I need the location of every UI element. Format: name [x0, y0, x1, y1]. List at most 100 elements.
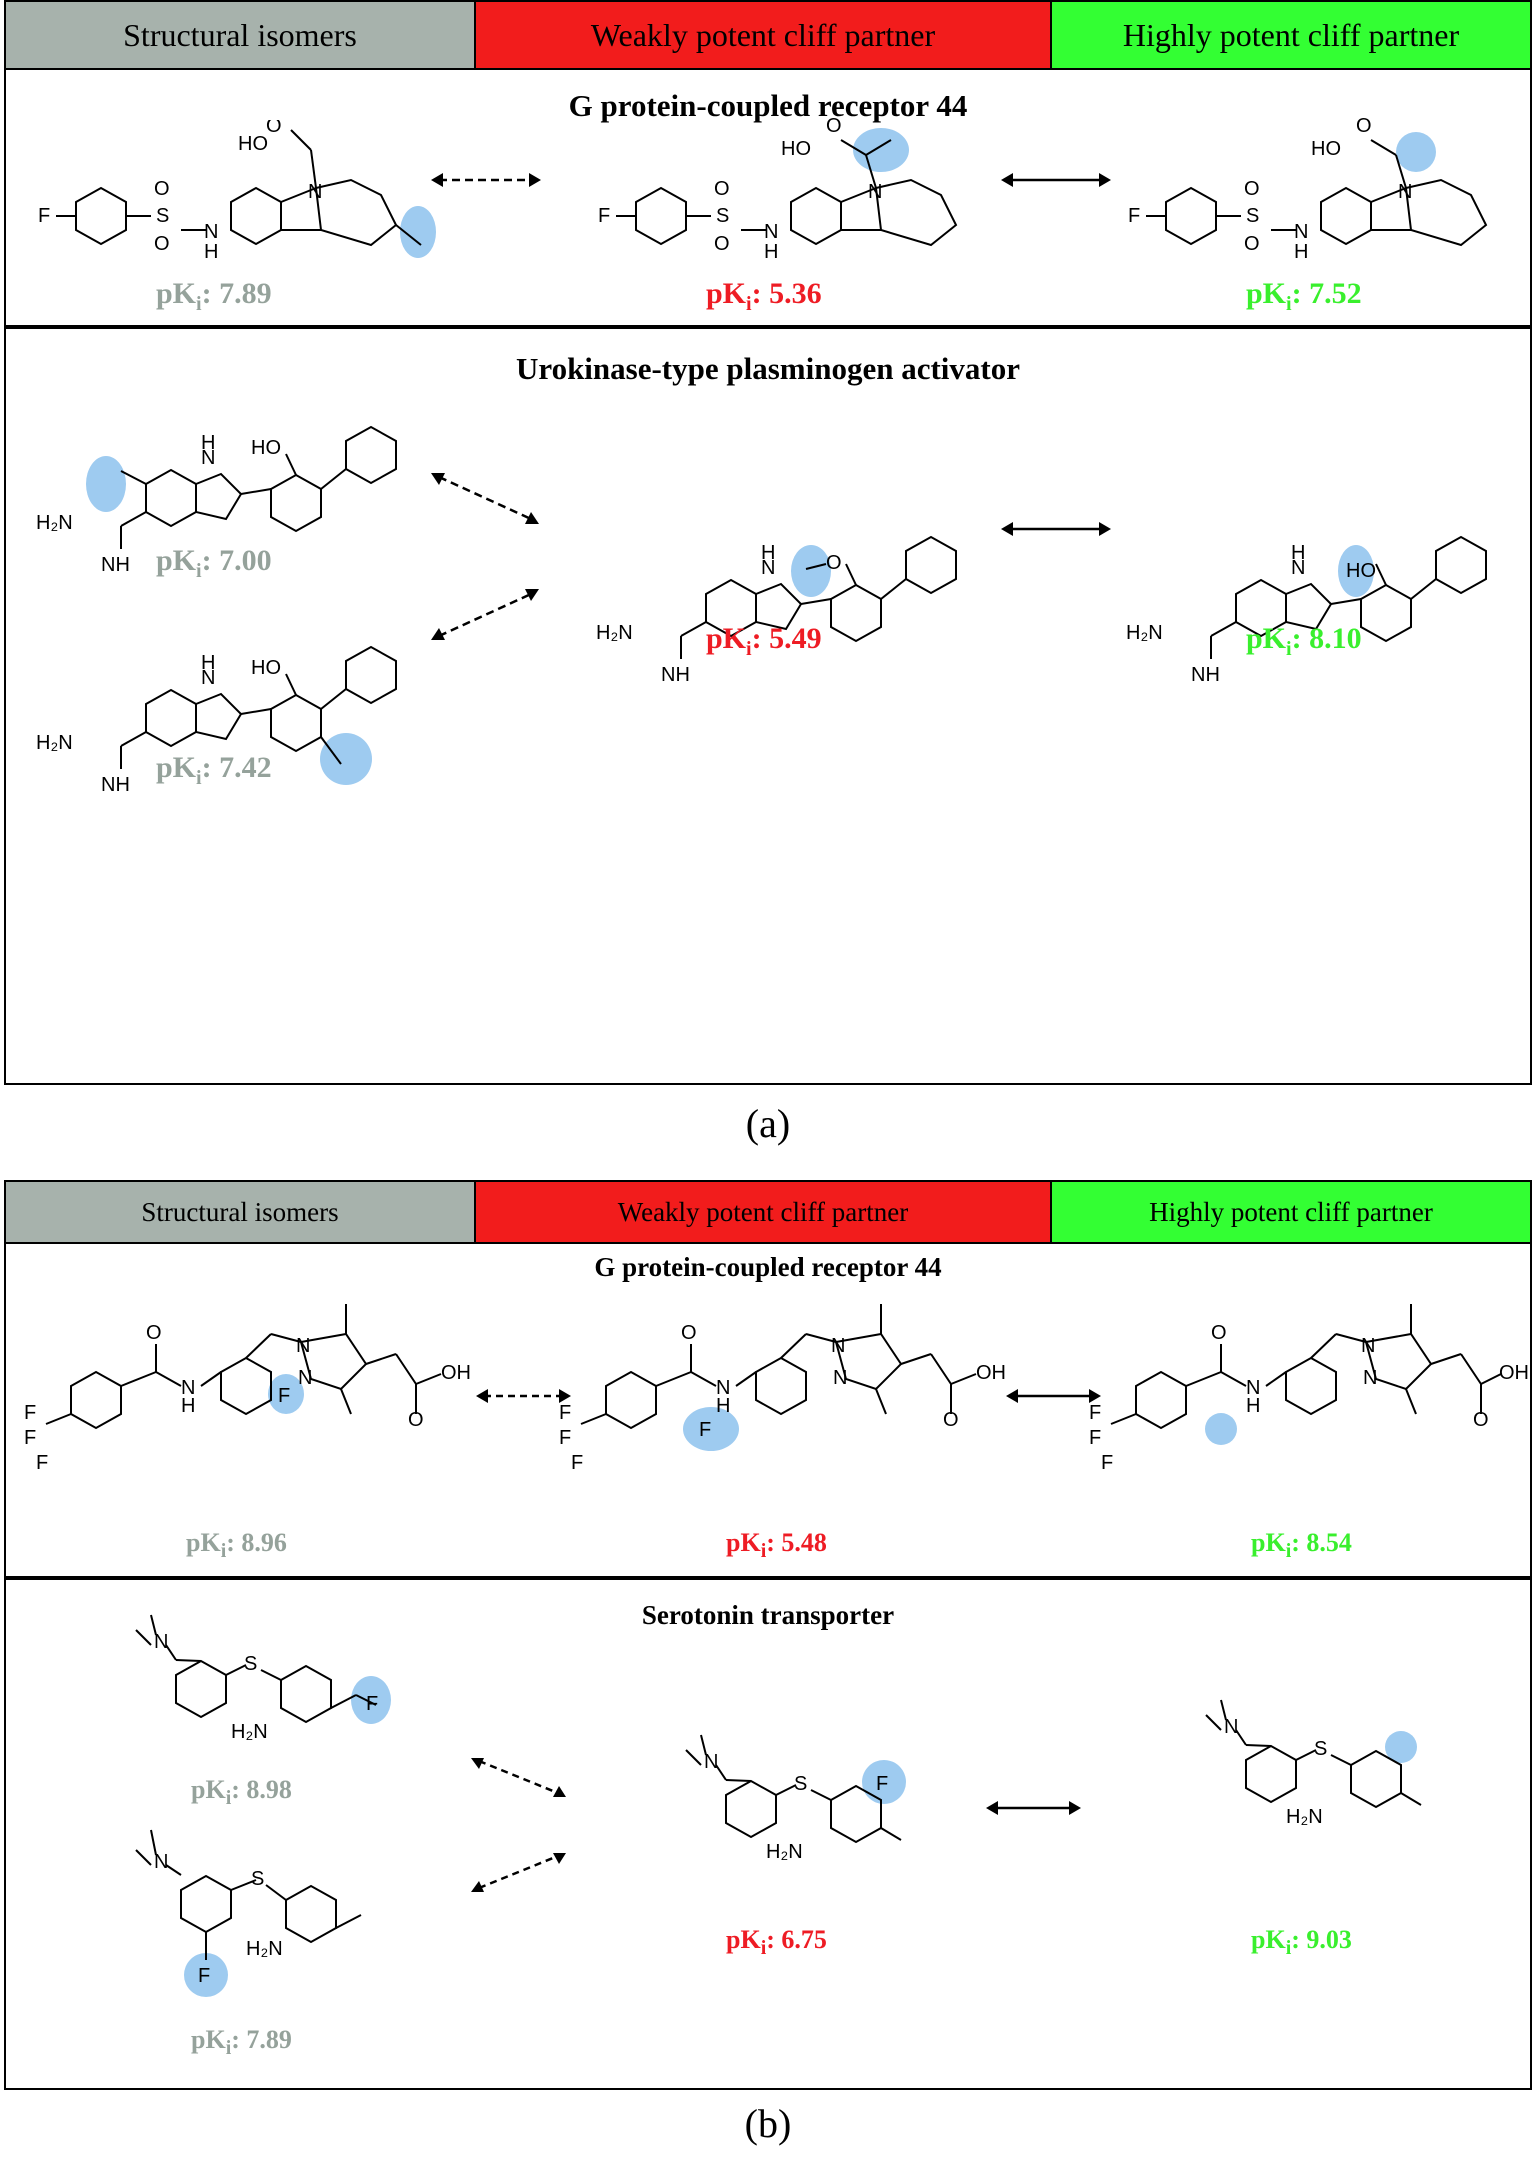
pk-value-isomer-1: pKi: 7.00	[156, 544, 272, 582]
svg-text:H₂N: H₂N	[1126, 622, 1163, 644]
molecule-a2-high: N H HO H₂N NH	[1126, 535, 1487, 686]
pk-value-high: pKi: 7.52	[1246, 277, 1362, 315]
molecule-b2-high: N S H₂N	[1205, 1699, 1422, 1828]
svg-text:NH: NH	[661, 664, 690, 686]
dashed-arrow-diagonal-2	[471, 1850, 566, 1900]
svg-text:O: O	[826, 115, 842, 137]
svg-text:HO: HO	[1311, 138, 1341, 160]
svg-text:N: N	[831, 1335, 845, 1357]
svg-text:O: O	[1244, 178, 1260, 200]
section-title: G protein-coupled receptor 44	[594, 1252, 942, 1282]
svg-text:F: F	[699, 1419, 711, 1441]
svg-text:N: N	[1398, 181, 1412, 203]
svg-text:O: O	[714, 233, 730, 255]
svg-text:H₂N: H₂N	[766, 1841, 803, 1863]
svg-text:N: N	[298, 1367, 312, 1389]
svg-text:HO: HO	[238, 133, 268, 155]
svg-text:S: S	[716, 205, 729, 227]
svg-text:N: N	[154, 1851, 168, 1873]
svg-text:O: O	[1211, 1322, 1227, 1344]
section-b2: Serotonin transporter N S H₂N F pKi: 8.9…	[4, 1578, 1532, 2090]
dashed-arrow	[476, 1386, 571, 1411]
svg-text:H: H	[201, 432, 215, 454]
svg-text:S: S	[244, 1653, 257, 1675]
svg-text:H: H	[1246, 1395, 1260, 1417]
svg-text:NH: NH	[101, 774, 130, 796]
svg-text:F: F	[1089, 1402, 1101, 1424]
svg-text:F: F	[598, 205, 610, 227]
svg-text:O: O	[266, 120, 282, 137]
svg-text:HO: HO	[781, 138, 811, 160]
svg-text:S: S	[1314, 1738, 1327, 1760]
pk-value-weak: pKi: 5.36	[706, 277, 822, 315]
svg-text:N: N	[868, 181, 882, 203]
section-title: Urokinase-type plasminogen activator	[515, 351, 1021, 386]
svg-text:H: H	[761, 542, 775, 564]
svg-text:O: O	[154, 233, 170, 255]
svg-text:F: F	[571, 1452, 583, 1474]
svg-text:O: O	[1244, 233, 1260, 255]
svg-text:N: N	[201, 667, 215, 689]
svg-text:N: N	[761, 557, 775, 579]
molecule-b2-isomer2: N S H₂N F	[135, 1829, 362, 1997]
pk-value-weak: pKi: 6.75	[726, 1925, 827, 1960]
header-high-partner: Highly potent cliff partner	[1052, 2, 1530, 68]
svg-text:HO: HO	[251, 657, 281, 679]
svg-text:S: S	[251, 1868, 264, 1890]
header-high-partner: Highly potent cliff partner	[1052, 1182, 1530, 1242]
svg-text:F: F	[559, 1402, 571, 1424]
svg-text:N: N	[1246, 1377, 1260, 1399]
solid-arrow	[1006, 1386, 1101, 1411]
molecule-b2-weak: N S H₂N F	[685, 1734, 906, 1863]
svg-text:H: H	[1291, 542, 1305, 564]
svg-text:NH: NH	[1191, 664, 1220, 686]
svg-text:N: N	[833, 1367, 847, 1389]
svg-text:OH: OH	[1499, 1362, 1529, 1384]
svg-text:N: N	[201, 447, 215, 469]
svg-text:H: H	[764, 241, 778, 263]
svg-text:F: F	[559, 1427, 571, 1449]
svg-text:H₂N: H₂N	[1286, 1806, 1323, 1828]
svg-text:HO: HO	[1346, 560, 1376, 582]
molecule-a2-isomer2: N H HO H₂N NH	[36, 645, 397, 796]
pk-value-isomer-2: pKi: 7.42	[156, 751, 272, 789]
dashed-arrow-diagonal-1	[431, 469, 541, 534]
molecule-a2-isomer1: N H HO H₂N NH	[36, 425, 397, 576]
svg-text:N: N	[1224, 1716, 1238, 1738]
dashed-arrow-diagonal-2	[431, 584, 541, 649]
svg-text:O: O	[408, 1409, 424, 1431]
molecule-b1-weak: F F F O N H F N N O OH	[559, 1304, 1006, 1474]
header-weak-partner: Weakly potent cliff partner	[476, 2, 1052, 68]
caption-b: (b)	[744, 2101, 792, 2146]
pk-value-high: pKi: 8.10	[1246, 622, 1362, 660]
svg-text:H₂N: H₂N	[36, 512, 73, 534]
solid-arrow	[1001, 170, 1111, 195]
pk-value-isomer-2: pKi: 7.89	[191, 2025, 292, 2060]
svg-text:H₂N: H₂N	[231, 1721, 268, 1743]
dashed-arrow	[431, 170, 541, 195]
molecule-a1-high: F S O O N H N HO O	[1128, 115, 1488, 263]
svg-text:O: O	[1473, 1409, 1489, 1431]
svg-text:N: N	[1291, 557, 1305, 579]
svg-text:HO: HO	[251, 437, 281, 459]
svg-text:N: N	[764, 221, 778, 243]
svg-text:H₂N: H₂N	[36, 732, 73, 754]
svg-text:F: F	[24, 1427, 36, 1449]
svg-text:F: F	[1128, 205, 1140, 227]
svg-text:OH: OH	[441, 1362, 471, 1384]
svg-text:N: N	[204, 221, 218, 243]
svg-text:N: N	[716, 1377, 730, 1399]
svg-text:NH: NH	[101, 554, 130, 576]
svg-text:F: F	[876, 1773, 888, 1795]
svg-text:H: H	[181, 1395, 195, 1417]
svg-text:OH: OH	[976, 1362, 1006, 1384]
pk-value-high: pKi: 8.54	[1251, 1528, 1352, 1563]
header-row-a: Structural isomers Weakly potent cliff p…	[4, 0, 1532, 70]
svg-text:H₂N: H₂N	[246, 1938, 283, 1960]
section-b1: G protein-coupled receptor 44	[4, 1244, 1532, 1578]
header-structural-isomers: Structural isomers	[6, 1182, 476, 1242]
svg-text:N: N	[704, 1751, 718, 1773]
svg-text:N: N	[1294, 221, 1308, 243]
svg-text:O: O	[681, 1322, 697, 1344]
pk-value-isomer-1: pKi: 8.98	[191, 1775, 292, 1810]
